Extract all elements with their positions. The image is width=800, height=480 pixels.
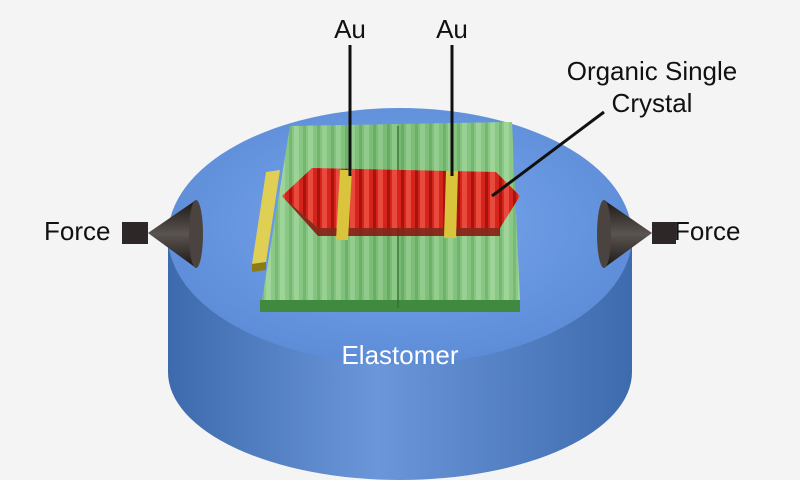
organic-crystal bbox=[282, 168, 520, 236]
organic-leader bbox=[491, 110, 605, 198]
label-elastomer: Elastomer bbox=[341, 340, 458, 370]
film-side bbox=[260, 300, 520, 312]
label-organic-line1: Organic Single bbox=[567, 56, 738, 86]
label-au-left: Au bbox=[334, 14, 366, 44]
gold-electrode-right bbox=[444, 171, 458, 238]
crystal-body bbox=[282, 168, 520, 228]
gold-edge-strip bbox=[252, 170, 280, 272]
label-force-right: Force bbox=[674, 216, 740, 246]
force-pusher-right bbox=[597, 200, 676, 268]
label-force-left: Force bbox=[44, 216, 110, 246]
gold-electrode-left bbox=[336, 170, 352, 240]
label-organic-line2: Crystal bbox=[612, 88, 693, 118]
force-pusher-left bbox=[122, 200, 203, 268]
label-au-right: Au bbox=[436, 14, 468, 44]
